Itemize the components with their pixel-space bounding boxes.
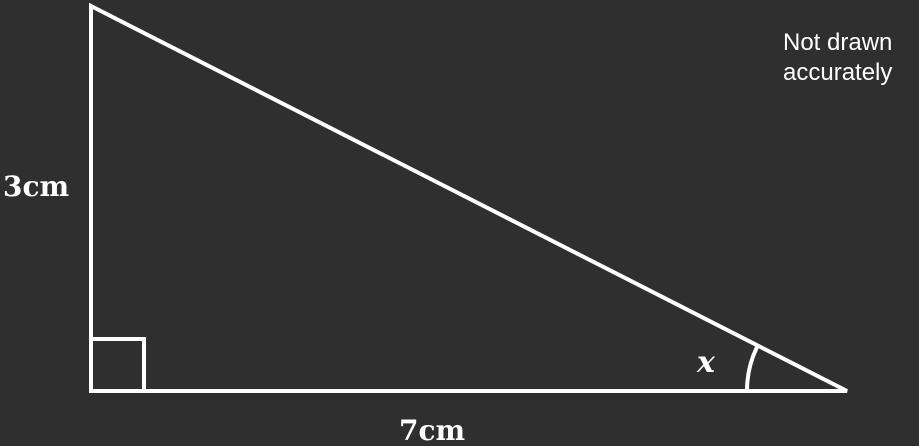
angle-arc [744,346,759,392]
horizontal-side-label: 7cm [399,414,465,446]
right-angle-marker [91,337,146,391]
note-line-1: Not drawn [783,29,893,56]
angle-label: x [696,345,716,380]
right-triangle [89,2,848,393]
vertical-side-label: 3cm [3,170,69,203]
not-drawn-accurately-note: Not drawn accurately [783,28,919,88]
note-line-2: accurately [783,59,893,86]
